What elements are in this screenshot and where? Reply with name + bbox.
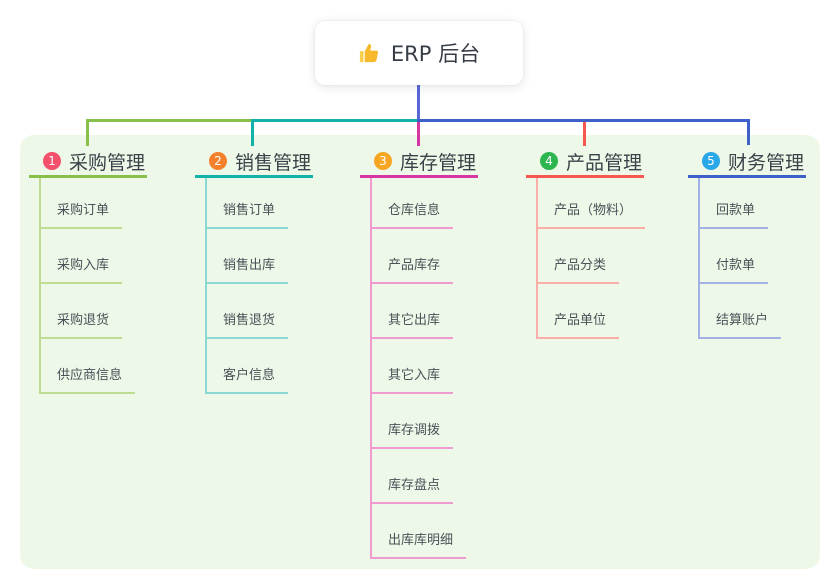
background-panel (20, 135, 820, 569)
child-node[interactable]: 回款单 (700, 178, 806, 229)
child-node[interactable]: 其它入库 (372, 339, 478, 394)
child-label: 产品单位 (554, 313, 607, 328)
branch-title-text: 产品管理 (566, 151, 643, 174)
connector-bus-right (417, 119, 750, 122)
child-label: 回款单 (716, 203, 756, 218)
child-label: 结算账户 (716, 313, 769, 328)
branch-title-text: 库存管理 (400, 151, 477, 174)
child-label: 库存调拨 (388, 423, 441, 438)
child-label: 销售退货 (223, 313, 276, 328)
branch-title-product[interactable]: 4 产品管理 (526, 147, 644, 178)
branch-children: 销售订单 销售出库 销售退货 客户信息 (205, 178, 313, 394)
child-node[interactable]: 销售订单 (207, 178, 313, 229)
child-label: 出库库明细 (388, 533, 454, 548)
connector-drop-branch-4 (583, 119, 586, 146)
root-node[interactable]: ERP 后台 (315, 21, 523, 85)
connector-drop-branch-1 (86, 119, 89, 146)
branch-purchase: 1 采购管理 采购订单 采购入库 采购退货 供应商信息 (29, 147, 147, 394)
child-node[interactable]: 产品分类 (538, 229, 644, 284)
connector-root-drop (417, 84, 420, 122)
branch-finance: 5 财务管理 回款单 付款单 结算账户 (688, 147, 806, 339)
branch-children: 回款单 付款单 结算账户 (698, 178, 806, 339)
thumbs-up-icon (358, 42, 381, 65)
child-node[interactable]: 产品库存 (372, 229, 478, 284)
branch-title-purchase[interactable]: 1 采购管理 (29, 147, 147, 178)
child-label: 供应商信息 (57, 368, 123, 383)
root-title: ERP 后台 (390, 42, 481, 66)
branch-title-text: 采购管理 (69, 151, 146, 174)
connector-drop-branch-2 (251, 119, 254, 146)
branch-index-badge: 5 (702, 152, 720, 170)
branch-title-inventory[interactable]: 3 库存管理 (360, 147, 478, 178)
child-label: 库存盘点 (388, 478, 441, 493)
child-label: 采购退货 (57, 313, 110, 328)
child-node[interactable]: 采购退货 (41, 284, 147, 339)
child-node[interactable]: 产品（物料） (538, 178, 646, 229)
child-label: 产品库存 (388, 258, 441, 273)
branch-children: 仓库信息 产品库存 其它出库 其它入库 库存调拨 库存盘点 (370, 178, 478, 559)
branch-sales: 2 销售管理 销售订单 销售出库 销售退货 客户信息 (195, 147, 313, 394)
child-node[interactable]: 采购订单 (41, 178, 147, 229)
child-node[interactable]: 库存调拨 (372, 394, 478, 449)
child-label: 其它出库 (388, 313, 441, 328)
child-label: 产品（物料） (554, 203, 633, 218)
child-label: 客户信息 (223, 368, 276, 383)
branch-index-badge: 2 (209, 152, 227, 170)
connector-bus-left (86, 119, 254, 122)
child-label: 其它入库 (388, 368, 441, 383)
child-node[interactable]: 供应商信息 (41, 339, 147, 394)
branch-children: 采购订单 采购入库 采购退货 供应商信息 (39, 178, 147, 394)
branch-index-badge: 1 (43, 152, 61, 170)
child-label: 采购订单 (57, 203, 110, 218)
child-node[interactable]: 客户信息 (207, 339, 313, 394)
branch-inventory: 3 库存管理 仓库信息 产品库存 其它出库 其它入库 (360, 147, 478, 559)
branch-title-finance[interactable]: 5 财务管理 (688, 147, 806, 178)
child-label: 付款单 (716, 258, 756, 273)
branch-title-text: 财务管理 (728, 151, 805, 174)
branch-index-badge: 4 (540, 152, 558, 170)
child-node[interactable]: 库存盘点 (372, 449, 478, 504)
child-node[interactable]: 付款单 (700, 229, 806, 284)
child-node[interactable]: 销售退货 (207, 284, 313, 339)
child-node[interactable]: 销售出库 (207, 229, 313, 284)
child-label: 采购入库 (57, 258, 110, 273)
child-node[interactable]: 出库库明细 (372, 504, 478, 559)
branch-index-badge: 3 (374, 152, 392, 170)
child-label: 产品分类 (554, 258, 607, 273)
connector-drop-branch-5 (747, 119, 750, 145)
child-node[interactable]: 采购入库 (41, 229, 147, 284)
child-node[interactable]: 仓库信息 (372, 178, 478, 229)
child-node[interactable]: 其它出库 (372, 284, 478, 339)
branch-title-text: 销售管理 (235, 151, 312, 174)
child-label: 销售出库 (223, 258, 276, 273)
branch-product: 4 产品管理 产品（物料） 产品分类 产品单位 (526, 147, 646, 339)
child-node[interactable]: 产品单位 (538, 284, 644, 339)
connector-bus-middle (252, 119, 419, 122)
branch-children: 产品（物料） 产品分类 产品单位 (536, 178, 646, 339)
connector-drop-branch-3 (417, 121, 420, 146)
child-node[interactable]: 结算账户 (700, 284, 806, 339)
branch-title-sales[interactable]: 2 销售管理 (195, 147, 313, 178)
child-label: 仓库信息 (388, 203, 441, 218)
child-label: 销售订单 (223, 203, 276, 218)
